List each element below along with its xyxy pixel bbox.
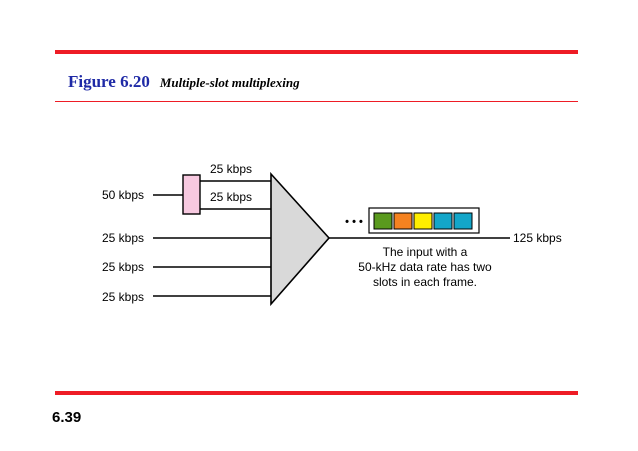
figure-number: Figure 6.20 — [68, 72, 150, 91]
title-underline — [55, 101, 578, 102]
label-split-top: 25 kbps — [210, 162, 252, 176]
frame-ellipsis: • • • — [345, 216, 363, 228]
frame-slot-4 — [433, 212, 453, 230]
multiplexer-shape — [270, 171, 331, 307]
note-line-2: 50-kHz data rate has two — [358, 260, 492, 274]
slide-number: 6.39 — [52, 409, 82, 426]
frame-slot-1 — [373, 212, 393, 230]
label-input-50kbps: 50 kbps — [102, 188, 144, 202]
figure-title: Figure 6.20 Multiple-slot multiplexing — [68, 72, 300, 92]
bottom-red-rule — [55, 391, 578, 395]
label-output-rate: 125 kbps — [513, 231, 562, 245]
label-input-3: 25 kbps — [102, 260, 144, 274]
label-split-bottom: 25 kbps — [210, 190, 252, 204]
figure-caption: Multiple-slot multiplexing — [159, 75, 300, 90]
label-input-2: 25 kbps — [102, 231, 144, 245]
note-line-3: slots in each frame. — [373, 275, 477, 289]
label-input-4: 25 kbps — [102, 290, 144, 304]
note-line-1: The input with a — [383, 245, 468, 259]
top-red-rule — [55, 50, 578, 54]
frame-slot-3 — [413, 212, 433, 230]
frame-slot-5 — [453, 212, 473, 230]
splitter-box — [182, 174, 201, 215]
frame-slot-2 — [393, 212, 413, 230]
